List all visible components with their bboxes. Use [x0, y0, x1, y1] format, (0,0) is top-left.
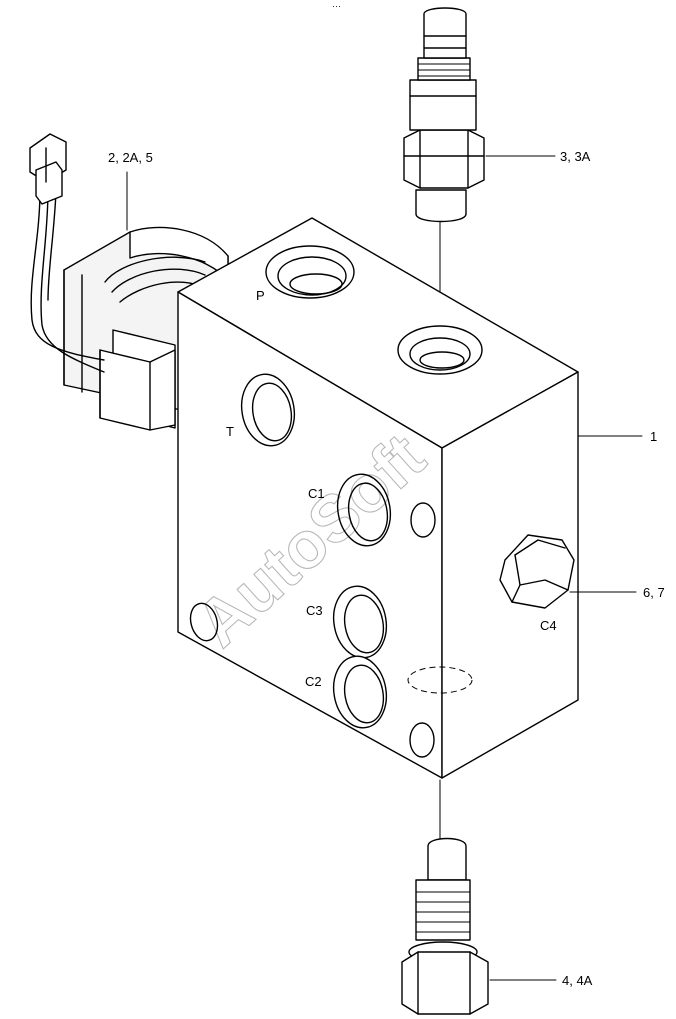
- port-top-fitting: [397, 325, 483, 375]
- port-p: [265, 245, 355, 299]
- port-c2: [332, 655, 388, 729]
- bottom-fitting: [401, 837, 489, 1015]
- solenoid-connector: [99, 329, 176, 431]
- label-port-p: P: [256, 288, 265, 303]
- port-c1: [336, 473, 392, 547]
- port-t: [240, 373, 296, 447]
- callout-valve-body: 1: [650, 429, 657, 444]
- callout-bottom-fitting: 4, 4A: [562, 973, 593, 988]
- label-port-c2: C2: [305, 674, 322, 689]
- callout-solenoid: 2, 2A, 5: [108, 150, 153, 165]
- top-mark: ···: [332, 1, 341, 11]
- side-plug-c4: [499, 534, 575, 609]
- small-hole-left: [189, 602, 219, 642]
- label-port-c3: C3: [306, 603, 323, 618]
- callout-top-fitting: 3, 3A: [560, 149, 591, 164]
- label-port-t: T: [226, 424, 234, 439]
- port-c3: [332, 585, 388, 659]
- solenoid-wires: [30, 189, 105, 373]
- top-fitting: [403, 7, 485, 223]
- label-port-c4: C4: [540, 618, 557, 633]
- small-hole-upper: [410, 502, 436, 538]
- callout-side-plug: 6, 7: [643, 585, 665, 600]
- bottom-port-hidden: [407, 666, 473, 694]
- wire-plug: [29, 133, 67, 205]
- label-port-c1: C1: [308, 486, 325, 501]
- small-hole-lower: [409, 722, 435, 758]
